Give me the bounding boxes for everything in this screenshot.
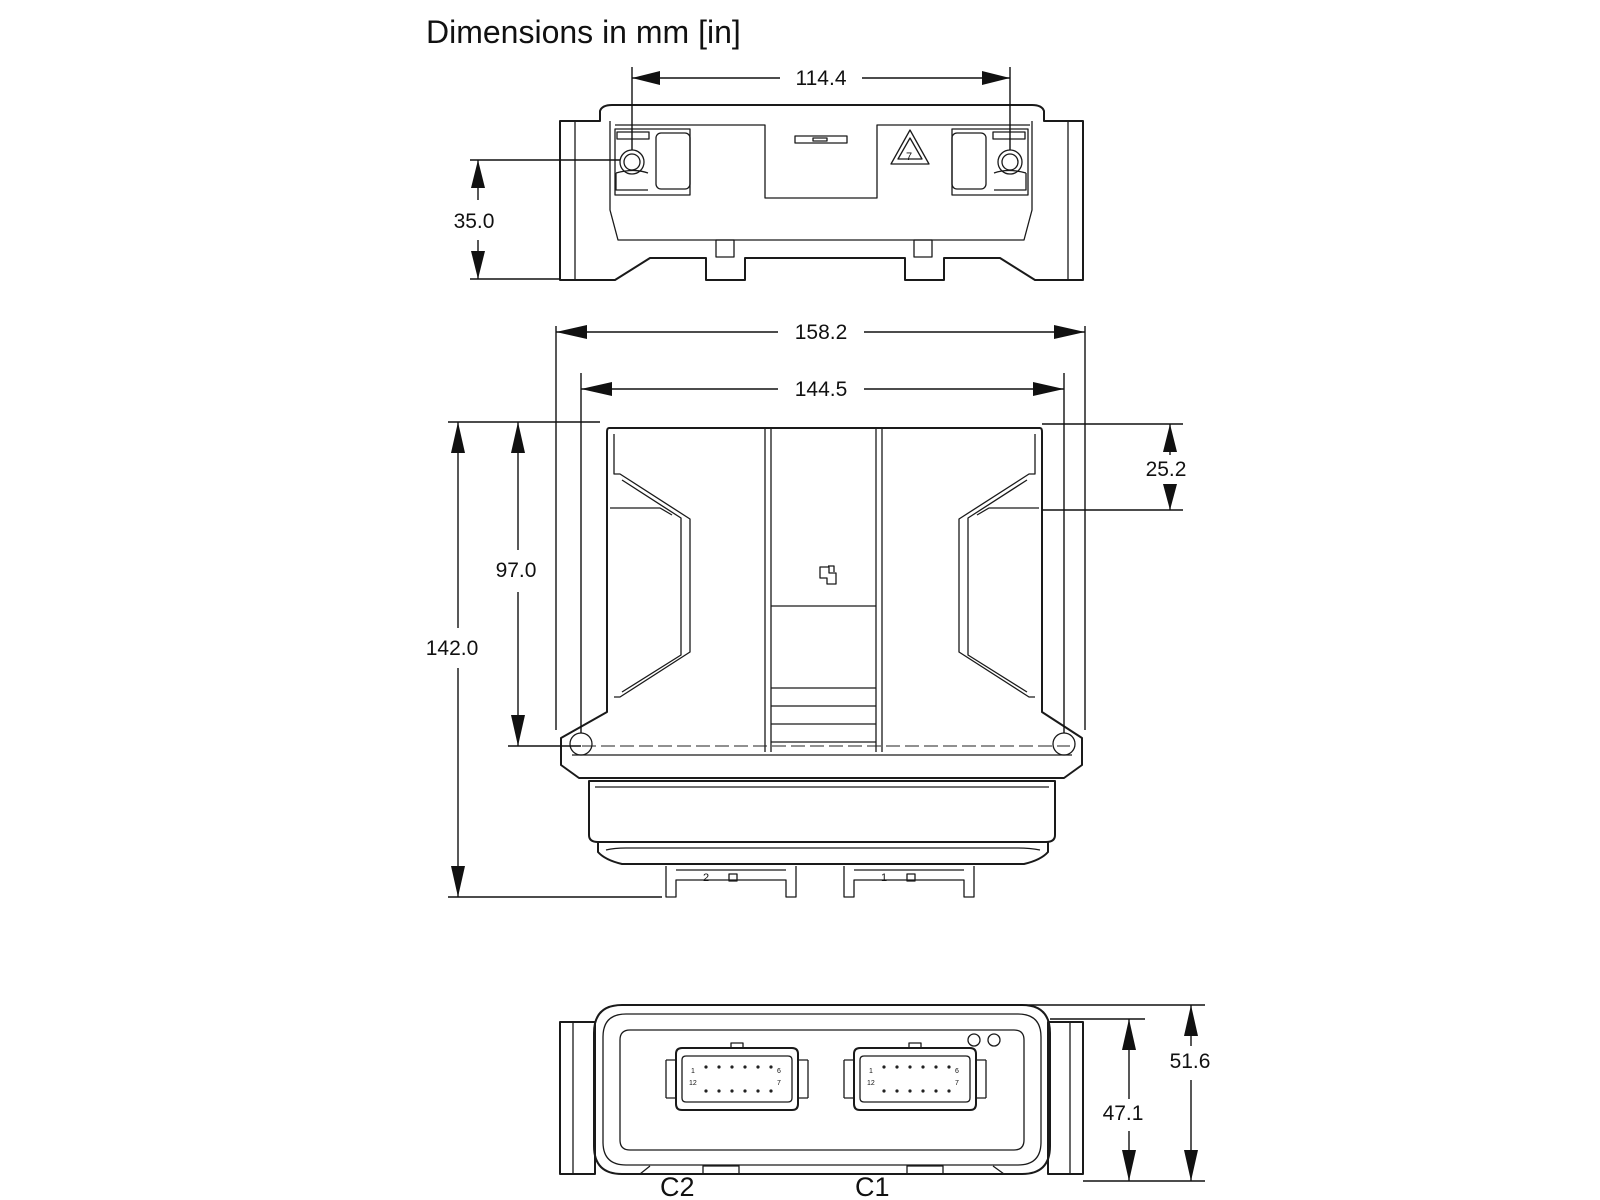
svg-text:7: 7: [955, 1080, 959, 1087]
connector-tab-2: 2: [703, 872, 709, 884]
dim-top-offset: 25.2: [1146, 458, 1187, 481]
dim-front-height-outer: 51.6: [1170, 1050, 1211, 1073]
svg-text:1: 1: [869, 1068, 873, 1075]
dim-hole-spacing-top: 114.4: [796, 67, 847, 90]
dim-top-height: 35.0: [454, 210, 495, 233]
svg-text:12: 12: [867, 1080, 875, 1087]
connector-label-c1: C1: [855, 1172, 890, 1200]
dim-mount-width: 144.5: [795, 378, 848, 401]
top-view: 7 114.4 35.0: [454, 67, 1084, 281]
svg-text:6: 6: [777, 1068, 781, 1075]
svg-text:1: 1: [691, 1068, 695, 1075]
drawing-title: Dimensions in mm [in]: [426, 14, 741, 50]
connector-c1: 1 6 12 7: [843, 1042, 987, 1111]
svg-text:7: 7: [777, 1080, 781, 1087]
front-view: 1 6 12 7 1 6 12 7 C2 C1: [559, 1004, 1211, 1200]
connector-tab-1: 1: [881, 872, 887, 884]
connector-label-c2: C2: [660, 1172, 695, 1200]
svg-text:12: 12: [689, 1080, 697, 1087]
connector-c2: 1 6 12 7: [665, 1042, 809, 1111]
recycling-icon: 7: [890, 129, 930, 165]
svg-text:7: 7: [906, 151, 912, 163]
dim-overall-width: 158.2: [795, 321, 848, 344]
svg-text:6: 6: [955, 1068, 959, 1075]
dim-overall-length: 142.0: [426, 637, 479, 660]
dim-mount-length: 97.0: [496, 559, 537, 582]
plan-view: 2 1 158.2 144.5 142.0 97.0: [426, 321, 1187, 898]
dim-front-height-inner: 47.1: [1103, 1102, 1144, 1125]
